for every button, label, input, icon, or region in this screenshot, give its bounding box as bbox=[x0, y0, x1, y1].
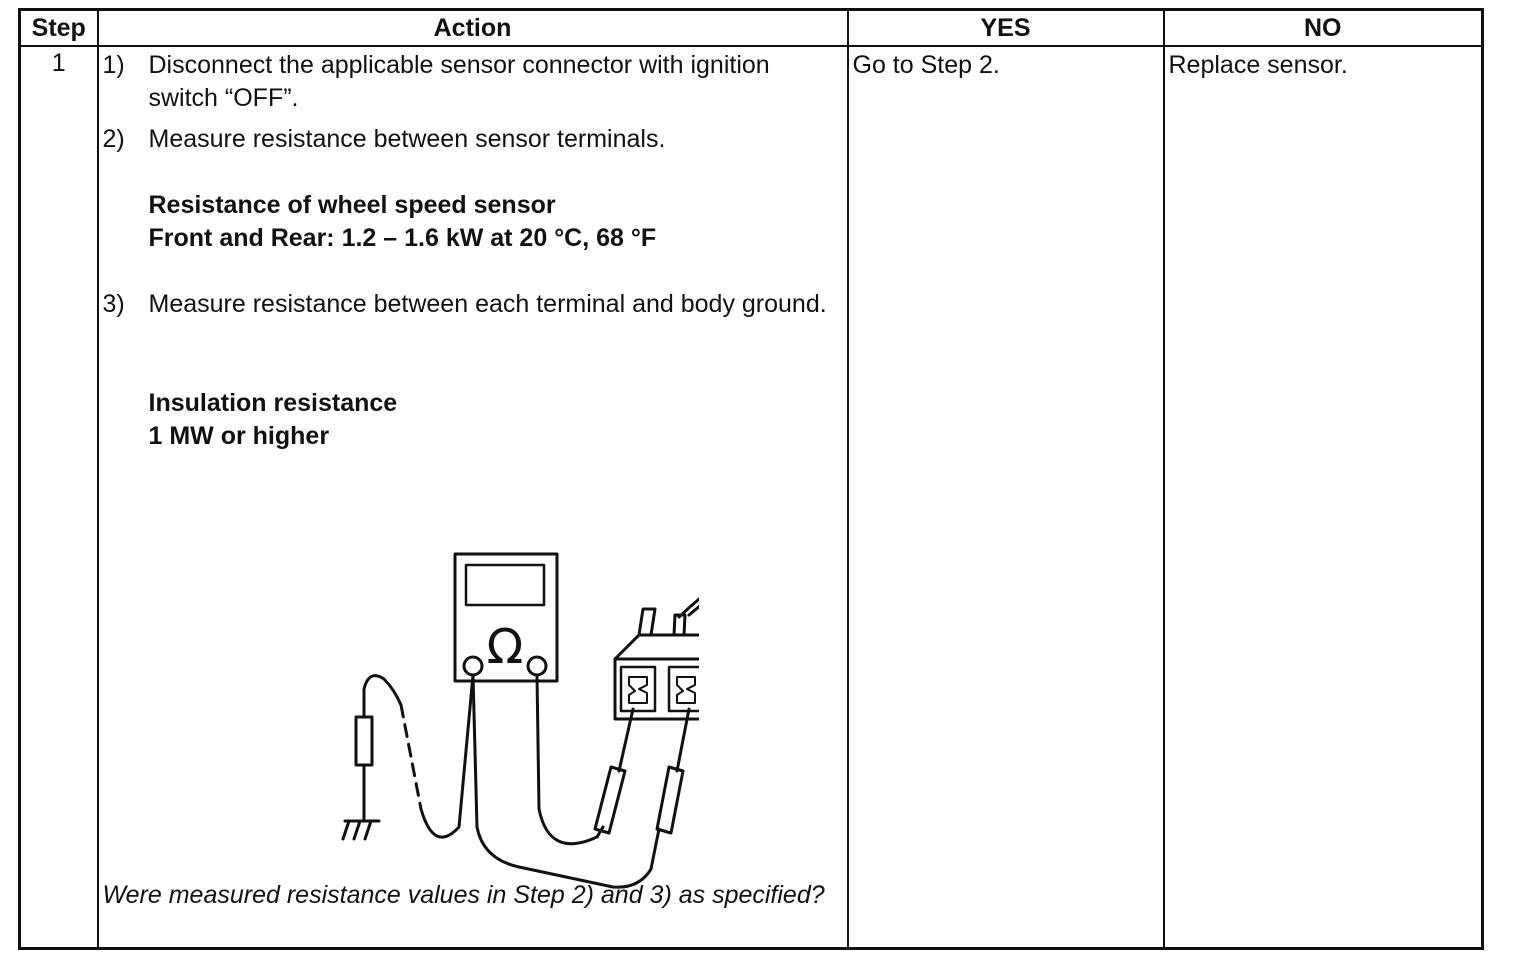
spec-title: Resistance of wheel speed sensor bbox=[148, 191, 556, 219]
action-item-text: Disconnect the applicable sensor connect… bbox=[148, 51, 770, 112]
spec-value: Front and Rear: 1.2 – 1.6 kW at 20 °C, 6… bbox=[148, 224, 657, 252]
spec-insulation: Insulation resistance 1 MW or higher bbox=[149, 387, 398, 453]
action-item-number: 2) bbox=[102, 125, 125, 153]
header-no: NO bbox=[1162, 8, 1484, 47]
table-row: 1 1) Disconnect the applicable sensor co… bbox=[18, 45, 1484, 950]
spec-resistance: Resistance of wheel speed sensor Front a… bbox=[149, 189, 657, 255]
action-item-number: 3) bbox=[102, 290, 125, 318]
action-item-text: Measure resistance between sensor termin… bbox=[148, 125, 666, 153]
header-step: Step bbox=[18, 8, 99, 47]
no-result: Replace sensor. bbox=[1162, 45, 1484, 950]
header-action: Action bbox=[96, 8, 849, 47]
ohm-icon: Ω bbox=[486, 619, 523, 675]
ohmmeter-illustration: Ω bbox=[341, 552, 699, 889]
sensor-connector bbox=[613, 607, 699, 721]
diagnosis-table: Step Action YES NO 1 1) Disconnect the a… bbox=[18, 8, 1484, 950]
spec-value: 1 MW or higher bbox=[148, 422, 330, 450]
action-item-text: Measure resistance between each terminal… bbox=[148, 290, 827, 318]
action-item-number: 1) bbox=[102, 51, 125, 79]
spec-title: Insulation resistance bbox=[148, 389, 398, 417]
action-cell: 1) Disconnect the applicable sensor conn… bbox=[96, 45, 849, 950]
probes bbox=[593, 707, 690, 835]
sensor-wires bbox=[677, 597, 699, 619]
step-number: 1 bbox=[18, 45, 99, 950]
ground-lead bbox=[341, 673, 474, 841]
ohmmeter: Ω bbox=[453, 552, 558, 683]
header-row: Step Action YES NO bbox=[18, 8, 1484, 47]
yes-result: Go to Step 2. bbox=[846, 45, 1165, 950]
test-leads bbox=[471, 673, 660, 889]
header-yes: YES bbox=[846, 8, 1165, 47]
check-question: Were measured resistance values in Step … bbox=[102, 881, 825, 909]
